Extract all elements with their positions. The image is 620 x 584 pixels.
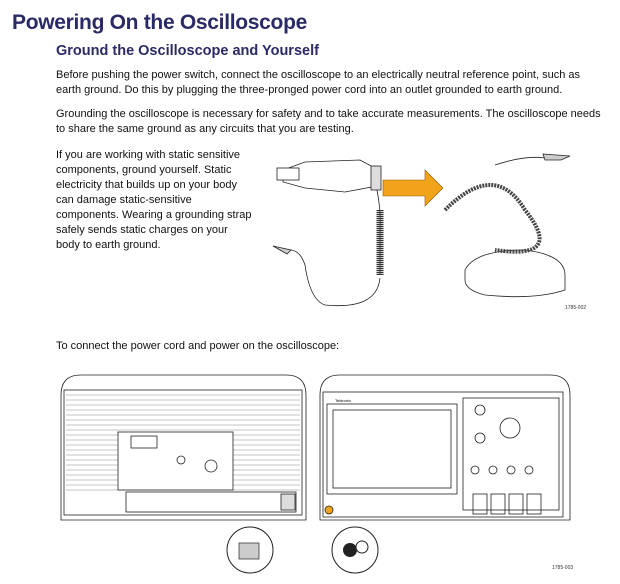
page-title: Powering On the Oscilloscope — [12, 11, 307, 34]
arrow-icon — [382, 169, 444, 207]
paragraph-static: If you are working with static sensitive… — [56, 149, 252, 251]
power-plug-callout — [226, 526, 274, 574]
section-heading: Ground the Oscilloscope and Yourself — [56, 43, 319, 59]
paragraph-connect: To connect the power cord and power on t… — [56, 340, 340, 352]
grounding-strap-illustration — [272, 153, 571, 307]
power-button-callout — [331, 526, 379, 574]
paragraph-power-switch: Before pushing the power switch, connect… — [56, 69, 581, 96]
figure-label: 1785-002 — [565, 305, 587, 311]
oscilloscope-front-illustration: Tektronix — [319, 374, 571, 521]
paragraph-grounding: Grounding the oscilloscope is necessary … — [56, 108, 601, 135]
brand-logo: Tektronix — [335, 398, 351, 403]
figure-label: 1785-003 — [552, 565, 574, 571]
oscilloscope-rear-illustration — [60, 374, 307, 521]
